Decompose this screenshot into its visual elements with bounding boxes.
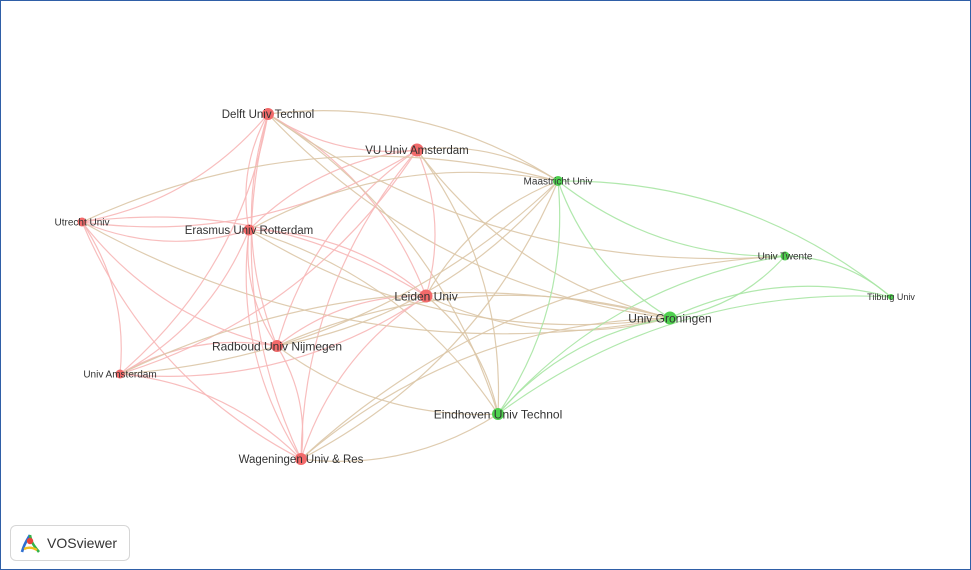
node-eindhoven[interactable] [492, 408, 504, 420]
link-erasmus-wageningen [245, 229, 302, 460]
link-vu-maastricht [416, 147, 559, 182]
node-maastricht[interactable] [553, 176, 563, 186]
link-delft-wageningen [250, 113, 302, 460]
link-maastricht-tilburg [557, 180, 892, 298]
link-radboud-wageningen [276, 345, 304, 460]
link-vu-groningen [416, 149, 671, 319]
node-erasmus[interactable] [243, 224, 255, 236]
node-twente[interactable] [780, 251, 790, 261]
brand-name: VOSviewer [47, 535, 118, 551]
node-vu[interactable] [410, 143, 424, 157]
link-leiden-maastricht [425, 180, 559, 297]
node-label-eindhoven[interactable]: Eindhoven Univ Technol [434, 407, 563, 421]
node-label-maastricht[interactable]: Maastricht Univ [524, 177, 593, 188]
link-vu-radboud [276, 149, 418, 347]
node-label-groningen[interactable]: Univ Groningen [628, 311, 711, 325]
link-eindhoven-tilburg [497, 295, 892, 415]
link-utrecht-radboud [81, 221, 278, 347]
node-tilburg[interactable] [888, 294, 894, 300]
link-wageningen-groningen [300, 317, 671, 460]
link-maastricht-eindhoven [497, 180, 561, 415]
link-delft-twente [267, 113, 786, 260]
node-label-twente[interactable]: Univ Twente [758, 252, 813, 263]
node-layer: Delft Univ Technol VU Univ AmsterdamUtrec… [54, 108, 915, 466]
link-vu-uva [119, 149, 418, 375]
link-maastricht-groningen [557, 180, 671, 319]
link-utrecht-wageningen [81, 221, 302, 460]
link-radboud-maastricht [276, 180, 559, 347]
link-uva-groningen [119, 291, 671, 375]
link-utrecht-maastricht [81, 155, 559, 223]
node-label-leiden[interactable]: Leiden Univ [394, 289, 457, 303]
link-twente-tilburg [784, 255, 892, 298]
node-label-radboud[interactable]: Radboud Univ Nijmegen [212, 339, 342, 353]
node-label-uva[interactable]: Univ Amsterdam [83, 370, 156, 381]
link-utrecht-erasmus [81, 221, 250, 242]
link-delft-eindhoven [267, 113, 499, 415]
node-label-erasmus[interactable]: Erasmus Univ Rotterdam [185, 225, 313, 237]
link-twente-eindhoven [497, 255, 786, 415]
node-uva[interactable] [115, 369, 125, 379]
link-vu-utrecht [81, 149, 418, 228]
link-delft-utrecht [81, 113, 269, 223]
link-utrecht-leiden [81, 216, 427, 297]
link-utrecht-uva [81, 221, 122, 375]
node-wageningen[interactable] [295, 453, 307, 465]
node-label-utrecht[interactable]: Utrecht Univ [54, 218, 109, 229]
link-vu-eindhoven [416, 149, 500, 415]
node-delft[interactable] [262, 108, 274, 120]
link-erasmus-leiden [248, 229, 427, 297]
link-leiden-radboud [276, 295, 427, 347]
node-radboud[interactable] [271, 340, 283, 352]
node-label-delft[interactable]: Delft Univ Technol [222, 109, 314, 121]
link-leiden-wageningen [300, 295, 427, 460]
node-label-tilburg[interactable]: Tilburg Univ [867, 292, 915, 302]
link-layer [81, 110, 892, 462]
link-vu-wageningen [300, 149, 418, 460]
link-groningen-eindhoven [497, 317, 671, 415]
link-erasmus-uva [119, 229, 250, 375]
link-erasmus-eindhoven [248, 229, 499, 415]
link-wageningen-eindhoven [300, 413, 499, 462]
link-erasmus-groningen [248, 229, 671, 326]
link-wageningen-maastricht [300, 180, 559, 460]
link-leiden-eindhoven [425, 295, 499, 415]
node-utrecht[interactable] [77, 217, 87, 227]
link-wageningen-twente [300, 255, 786, 460]
node-label-wageningen[interactable]: Wageningen Univ & Res [239, 454, 364, 466]
link-groningen-tilburg [669, 285, 892, 319]
link-delft-groningen [267, 113, 671, 319]
link-delft-leiden [267, 113, 427, 297]
link-groningen-twente [669, 255, 786, 319]
node-label-vu[interactable]: VU Univ Amsterdam [365, 145, 469, 157]
vosviewer-logo-icon [20, 534, 40, 553]
link-radboud-uva [119, 341, 278, 375]
node-leiden[interactable] [419, 289, 433, 303]
link-erasmus-maastricht [248, 171, 559, 231]
link-vu-erasmus [248, 149, 418, 231]
link-delft-maastricht [267, 110, 559, 182]
link-maastricht-twente [557, 180, 786, 257]
link-delft-uva [119, 113, 269, 375]
link-delft-erasmus [245, 113, 269, 231]
link-uva-wageningen [119, 373, 302, 460]
vosviewer-badge: VOSviewer [10, 525, 131, 561]
link-radboud-groningen [276, 294, 671, 347]
link-uva-maastricht [119, 180, 559, 375]
node-groningen[interactable] [663, 311, 677, 325]
link-leiden-uva [119, 295, 427, 377]
